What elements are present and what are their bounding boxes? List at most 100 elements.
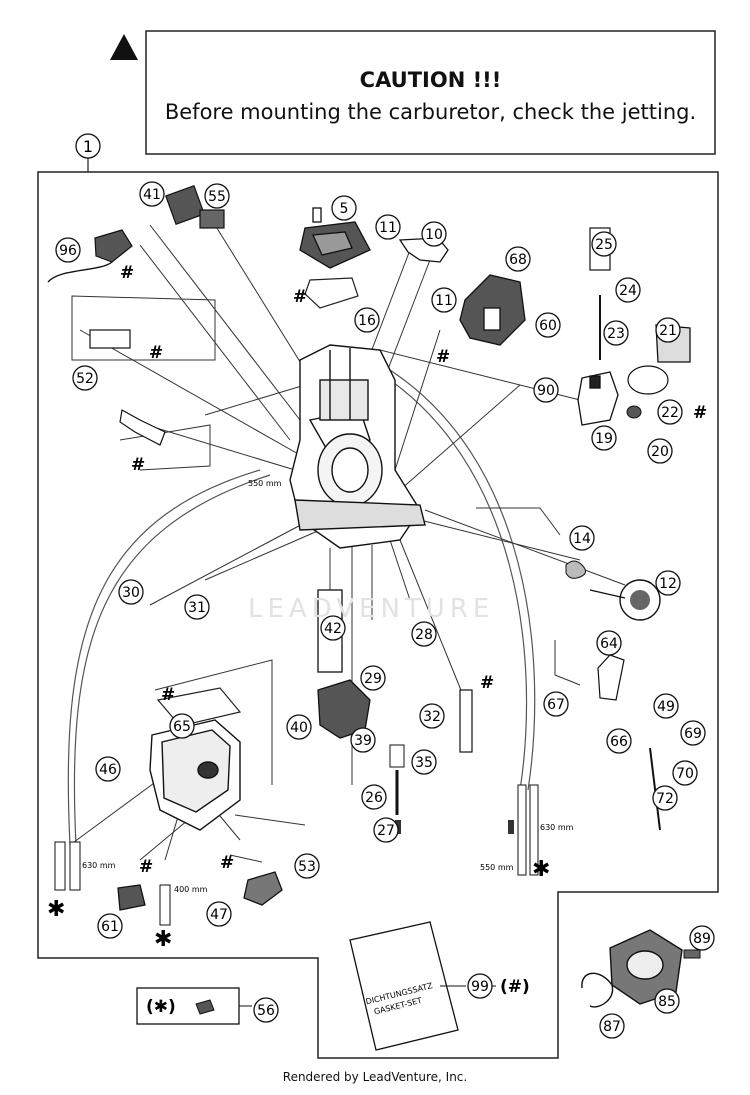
hash-marker: # <box>220 853 234 873</box>
callout-label: 11 <box>379 220 397 236</box>
callout-19: 19 <box>591 425 617 451</box>
callout-label: 16 <box>358 313 376 329</box>
callout-label: 32 <box>423 709 441 725</box>
hash-marker: # <box>293 287 307 307</box>
callout-60: 60 <box>535 312 561 338</box>
callout-32: 32 <box>419 703 445 729</box>
callout-55: 55 <box>204 183 230 209</box>
asterisk-marker: ✱ <box>532 857 550 882</box>
callout-26: 26 <box>361 784 387 810</box>
callout-label: 67 <box>547 697 565 713</box>
dimension-label: 630 mm <box>540 823 574 832</box>
callout-label: 41 <box>143 187 161 203</box>
intake-boot <box>609 929 683 1005</box>
callout-56: 56 <box>253 997 279 1023</box>
callout-label: 5 <box>340 201 349 217</box>
callout-52: 52 <box>72 365 98 391</box>
callout-46: 46 <box>95 756 121 782</box>
callout-25: 25 <box>591 231 617 257</box>
asterisk-legend: (✱) <box>146 997 176 1017</box>
callout-label: 61 <box>101 919 119 935</box>
callout-11: 11 <box>431 287 457 313</box>
callout-label: 49 <box>657 699 675 715</box>
linkage <box>597 654 625 701</box>
callout-label: 27 <box>377 823 395 839</box>
carburetor-body <box>289 344 426 549</box>
callout-label: 65 <box>173 719 191 735</box>
callout-72: 72 <box>652 785 678 811</box>
jet-needle <box>459 689 473 753</box>
callout-label: 47 <box>210 907 228 923</box>
callout-22: 22 <box>657 399 683 425</box>
caution-title: CAUTION !!! <box>359 68 502 92</box>
callout-label: 52 <box>76 371 94 387</box>
svg-text:1: 1 <box>83 137 93 156</box>
bottom-cap <box>243 871 283 906</box>
callout-23: 23 <box>603 320 629 346</box>
callout-85: 85 <box>654 988 680 1014</box>
callout-65: 65 <box>169 713 195 739</box>
callout-61: 61 <box>97 913 123 939</box>
hash-marker: # <box>139 857 153 877</box>
callout-label: 11 <box>435 293 453 309</box>
callout-label: 56 <box>257 1003 275 1019</box>
callout-label: 21 <box>659 323 677 339</box>
watermark: LEADVENTURE <box>248 594 495 624</box>
callout-35: 35 <box>411 749 437 775</box>
callout-label: 70 <box>676 766 694 782</box>
callout-label: 12 <box>659 576 677 592</box>
callout-42: 42 <box>320 615 346 641</box>
top-cover <box>299 207 371 269</box>
callout-99: 99 <box>467 973 493 999</box>
callout-label: 25 <box>595 237 613 253</box>
callout-label: 64 <box>600 636 618 652</box>
callout-label: 90 <box>537 383 555 399</box>
hash-marker: # <box>120 263 134 283</box>
callout-label: 30 <box>122 585 140 601</box>
hash-marker: # <box>149 343 163 363</box>
dimension-label: 630 mm <box>82 861 116 870</box>
callout-47: 47 <box>206 901 232 927</box>
callout-31: 31 <box>184 594 210 620</box>
sensor-96 <box>94 229 133 263</box>
callout-49: 49 <box>653 693 679 719</box>
callout-label: 28 <box>415 627 433 643</box>
callout-12: 12 <box>655 570 681 596</box>
callout-label: 35 <box>415 755 433 771</box>
callout-label: 40 <box>290 720 308 736</box>
dimension-label: 400 mm <box>174 885 208 894</box>
callout-label: 99 <box>471 979 489 995</box>
callout-64: 64 <box>596 630 622 656</box>
callout-53: 53 <box>294 853 320 879</box>
callout-67: 67 <box>543 691 569 717</box>
callout-label: 42 <box>324 621 342 637</box>
warning-triangle-icon <box>110 34 138 60</box>
callout-label: 60 <box>539 318 557 334</box>
callout-label: 68 <box>509 252 527 268</box>
callout-label: 72 <box>656 791 674 807</box>
callout-label: 46 <box>99 762 117 778</box>
part-52 <box>89 329 131 349</box>
top-gasket <box>304 277 359 309</box>
callout-label: 31 <box>188 600 206 616</box>
callout-14: 14 <box>569 525 595 551</box>
callout-29: 29 <box>360 665 386 691</box>
callout-39: 39 <box>350 727 376 753</box>
assembly-frame <box>37 171 719 1059</box>
drain-plug <box>117 884 146 911</box>
callout-label: 22 <box>661 405 679 421</box>
callout-label: 10 <box>425 227 443 243</box>
caution-frame <box>145 30 716 155</box>
asterisk-marker: ✱ <box>154 927 172 952</box>
callout-27: 27 <box>373 817 399 843</box>
callout-96: 96 <box>55 237 81 263</box>
callout-label: 53 <box>298 859 316 875</box>
hash-marker: # <box>436 347 450 367</box>
callout-label: 96 <box>59 243 77 259</box>
caution-body: Before mounting the carburetor, check th… <box>164 100 697 124</box>
callout-label: 23 <box>607 326 625 342</box>
hash-marker: # <box>480 673 494 693</box>
callout-label: 19 <box>595 431 613 447</box>
callout-label: 14 <box>573 531 591 547</box>
